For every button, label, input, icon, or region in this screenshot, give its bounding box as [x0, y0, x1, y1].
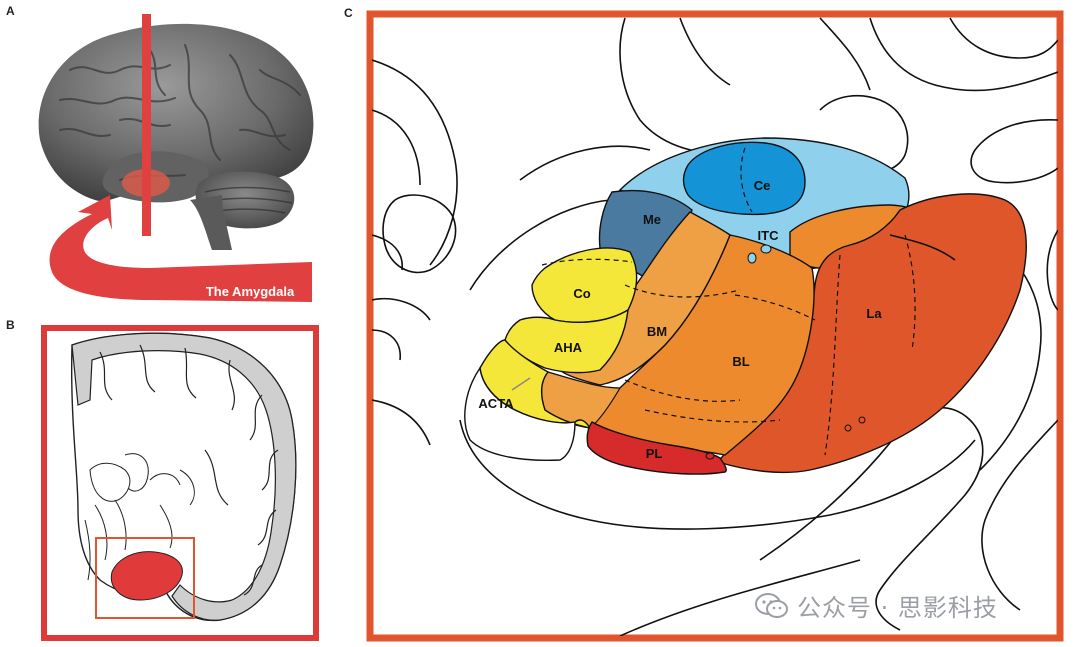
label-ce: Ce	[754, 178, 771, 193]
zoom-inset-box	[95, 537, 195, 619]
cortex-gyri	[99, 344, 279, 596]
wechat-logo-icon	[755, 592, 788, 618]
coronal-section-line	[142, 14, 151, 236]
nucleus-subdivision-lines	[541, 147, 916, 456]
watermark: 公众号 · 思影科技	[755, 588, 998, 623]
label-aha: AHA	[554, 340, 583, 355]
panel-b	[41, 325, 319, 641]
acta-pointer-line	[511, 377, 531, 391]
ce-nucleus	[682, 141, 806, 216]
label-bl: BL	[732, 354, 749, 369]
label-co: Co	[573, 286, 590, 301]
panel-c-letter: C	[344, 6, 353, 20]
brain-stem	[190, 195, 232, 250]
label-la: La	[866, 306, 882, 321]
amygdala-banner-text: The Amygdala	[206, 284, 295, 299]
panel-a-letter: A	[6, 4, 15, 18]
panel-c: Ce Me ITC Co AHA BM BL La ACTA PL	[366, 10, 1064, 642]
label-acta: ACTA	[478, 396, 514, 411]
background-anatomy-outlines	[372, 17, 1058, 636]
subcortical-structures	[84, 453, 195, 581]
nucleus-labels: Ce Me ITC Co AHA BM BL La ACTA PL	[478, 178, 882, 461]
amygdala-section-red	[110, 551, 183, 601]
label-bm: BM	[647, 324, 667, 339]
label-itc: ITC	[758, 228, 780, 243]
la-nucleus	[716, 193, 1027, 474]
watermark-text: 公众号 · 思影科技	[797, 594, 998, 622]
cortex-gray-matter	[71, 332, 297, 621]
la-external-fiber	[889, 234, 956, 261]
brain-cerebrum	[38, 23, 314, 202]
panel-a: The Amygdala	[38, 14, 314, 302]
label-me: Me	[643, 212, 661, 227]
small-vessel-marks	[705, 244, 866, 460]
panel-b-letter: B	[6, 318, 15, 332]
label-pl: PL	[646, 446, 663, 461]
amygdala-arrow	[49, 195, 313, 302]
pl-nucleus	[586, 421, 727, 475]
acta-white-region	[464, 366, 576, 462]
